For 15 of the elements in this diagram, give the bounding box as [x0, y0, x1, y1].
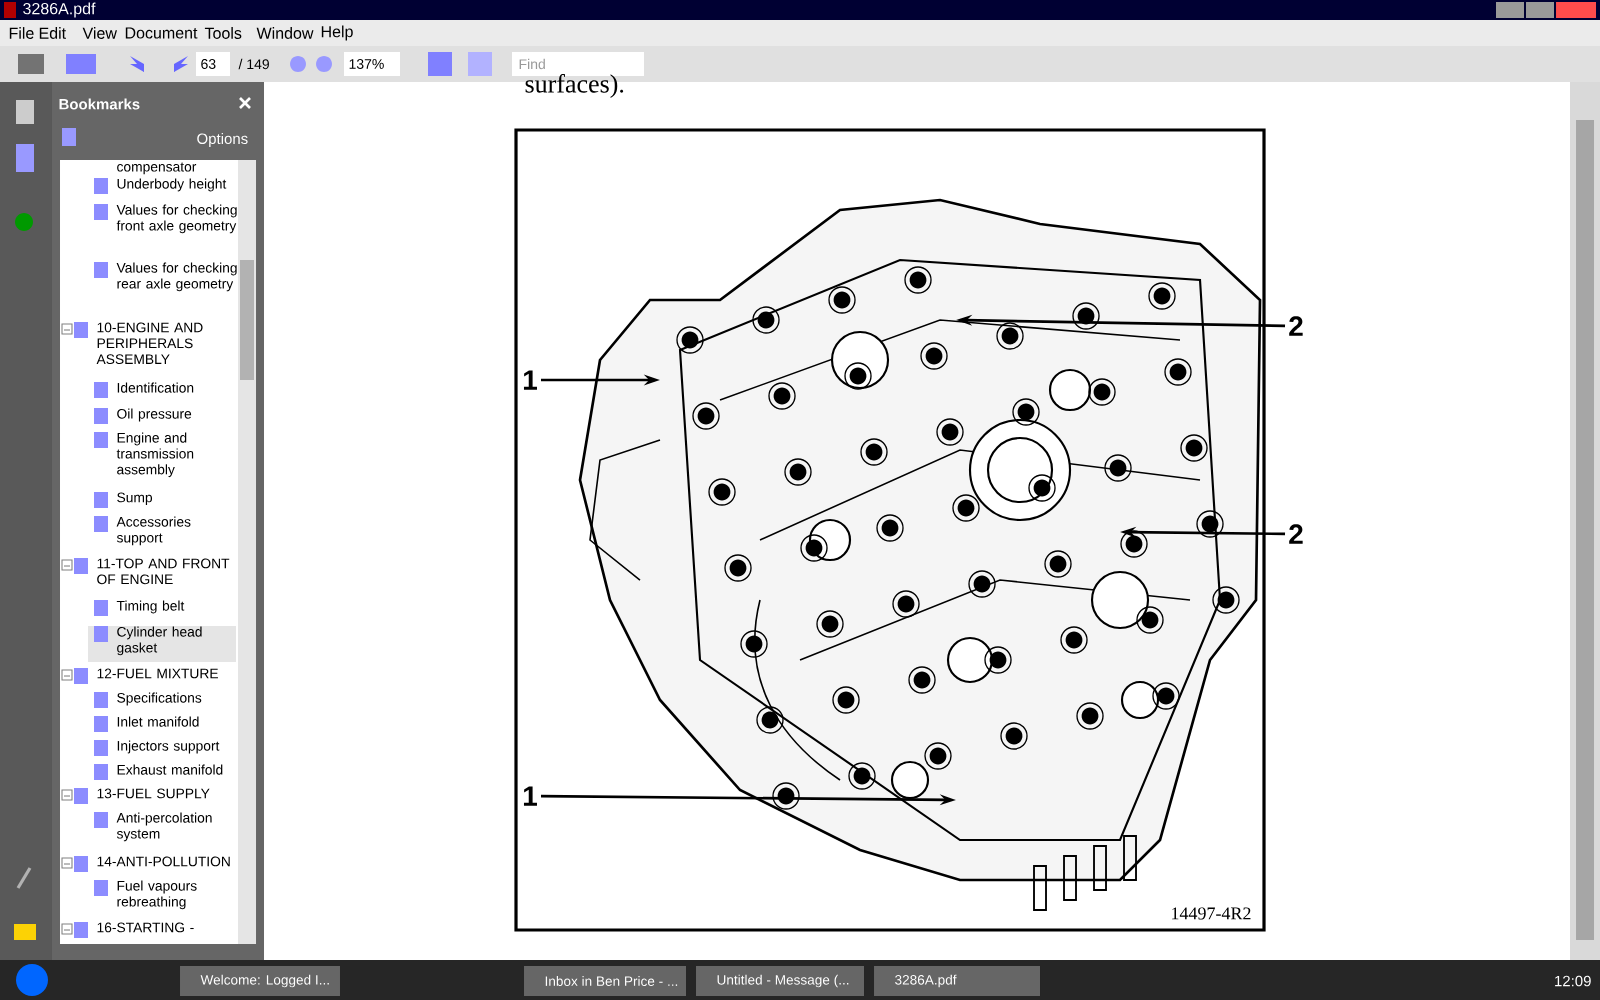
menu-item: View — [82, 27, 117, 39]
engine-drawing — [578, 198, 1262, 911]
callout-number: 1 — [524, 786, 537, 806]
menu-item: Tools — [204, 27, 242, 39]
menu-item: Window — [256, 27, 314, 39]
window-title: 3286A.pdf — [23, 2, 96, 18]
menu-item: Help — [321, 25, 353, 41]
menu-item: File — [9, 27, 34, 39]
callout-number: 2 — [1289, 316, 1303, 336]
menu-item: Edit — [39, 27, 66, 39]
callout-number: 2 — [1289, 524, 1303, 544]
figure-reference: 14497-4R2 — [1172, 907, 1251, 920]
menu-item: Document — [125, 27, 198, 39]
body-text: surfaces). — [525, 74, 624, 98]
callout-number: 1 — [524, 370, 537, 390]
